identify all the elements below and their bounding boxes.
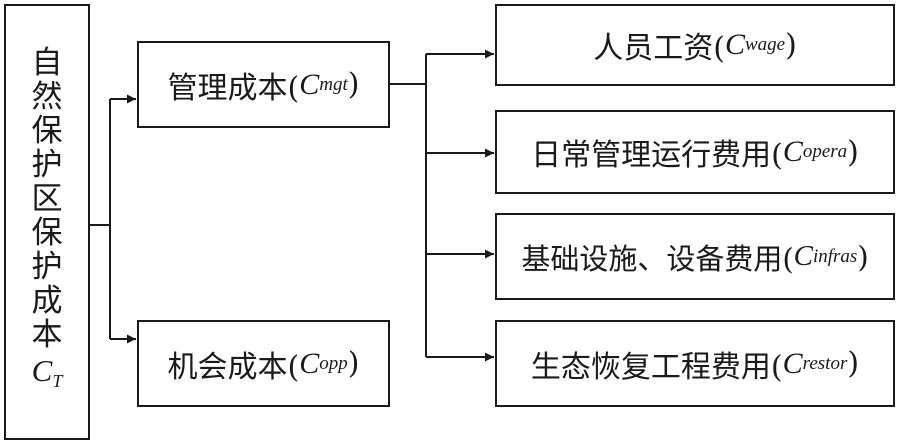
node-subscript: opera	[802, 141, 848, 162]
node-symbol: C	[782, 346, 803, 380]
root-char: 护	[31, 249, 63, 285]
node-close-paren: )	[347, 67, 360, 102]
node-close-paren: )	[847, 134, 859, 170]
node-subscript: mgt	[319, 73, 348, 95]
root-char: 区	[31, 181, 63, 217]
node-symbol: C	[793, 240, 813, 272]
node-label: 生态恢复工程费用(	[530, 349, 783, 385]
node-label: 日常管理运行费用(	[531, 138, 783, 173]
root-char: 本	[31, 317, 63, 353]
root-char: 保	[31, 215, 63, 251]
node-close-paren: )	[847, 346, 860, 381]
node-symbol: C	[782, 135, 803, 168]
node-subscript: restor	[802, 352, 848, 374]
node-label: 机会成本(	[167, 349, 300, 385]
root-symbol-subscript: T	[52, 371, 63, 391]
node-subscript: wage	[744, 34, 786, 55]
root-symbol-letter: C	[31, 353, 53, 388]
root-char: 保	[31, 113, 63, 149]
root-char: 护	[31, 147, 63, 183]
root-char: 然	[31, 79, 63, 115]
node-close-paren: )	[857, 239, 869, 274]
node-label: 基础设施、设备费用(	[521, 241, 794, 276]
node-close-paren: )	[785, 27, 797, 63]
root-char: 自	[31, 45, 63, 81]
node-subscript: infras	[812, 245, 858, 267]
root-node-label: 自 然 保 护 区 保 护 成 本 CT	[32, 46, 63, 398]
node-close-paren: )	[347, 346, 360, 381]
node-label: 管理成本(	[167, 70, 300, 106]
root-node-total-cost: 自 然 保 护 区 保 护 成 本 CT	[4, 4, 90, 440]
node-symbol: C	[299, 346, 320, 380]
root-char: 成	[31, 283, 63, 319]
root-symbol: CT	[32, 354, 63, 398]
node-label: 人员工资(	[593, 31, 725, 66]
node-subscript: opp	[319, 352, 348, 374]
node-symbol: C	[724, 28, 745, 61]
node-symbol: C	[299, 67, 320, 101]
